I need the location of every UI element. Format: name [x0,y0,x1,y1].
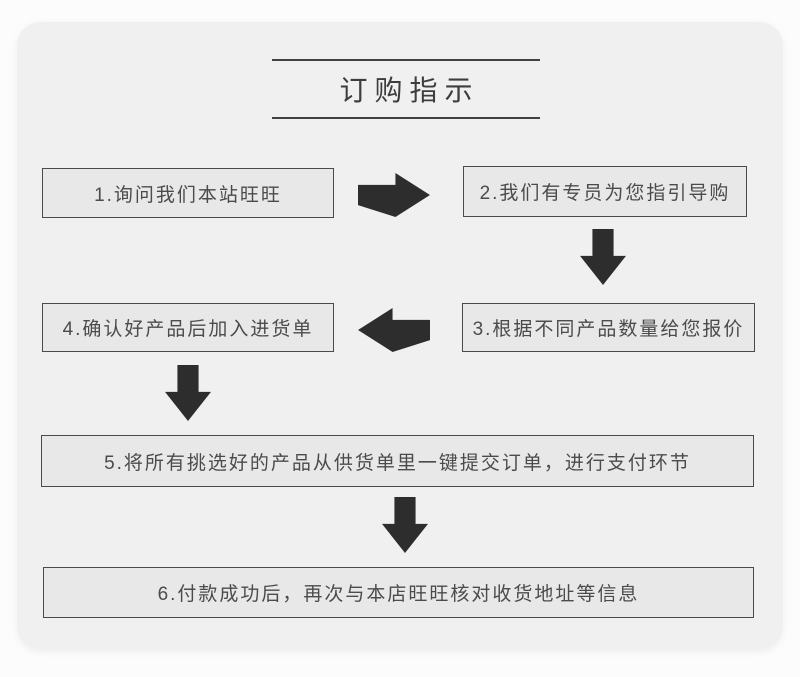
step-box-3: 3.根据不同产品数量给您报价 [462,303,755,352]
step-3-label: 3.根据不同产品数量给您报价 [472,319,745,340]
step-box-5: 5.将所有挑选好的产品从供货单里一键提交订单，进行支付环节 [41,435,754,487]
step-1-label: 1.询问我们本站旺旺 [94,184,282,206]
arrow-left-icon [358,308,430,352]
arrow-down-icon [580,229,626,285]
page-title: 订购指示 [339,75,480,106]
step-5-label: 5.将所有挑选好的产品从供货单里一键提交订单，进行支付环节 [104,452,691,474]
arrow-right-icon [358,173,430,217]
arrow-down-icon [382,497,428,553]
step-box-4: 4.确认好产品后加入进货单 [42,303,334,352]
title-bottom-rule [272,117,540,119]
step-box-2: 2.我们有专员为您指引导购 [463,166,747,217]
step-6-label: 6.付款成功后，再次与本店旺旺核对收货地址等信息 [157,584,640,605]
title-top-rule [272,59,540,61]
step-4-label: 4.确认好产品后加入进货单 [62,319,314,340]
step-2-label: 2.我们有专员为您指引导购 [479,183,731,204]
arrow-down-icon [165,365,211,421]
step-box-6: 6.付款成功后，再次与本店旺旺核对收货地址等信息 [43,567,754,618]
flowchart-panel: 订购指示 1.询问我们本站旺旺 2.我们有专员为您指引导购 3.根据不同产品数量… [17,22,783,650]
step-box-1: 1.询问我们本站旺旺 [42,168,334,218]
